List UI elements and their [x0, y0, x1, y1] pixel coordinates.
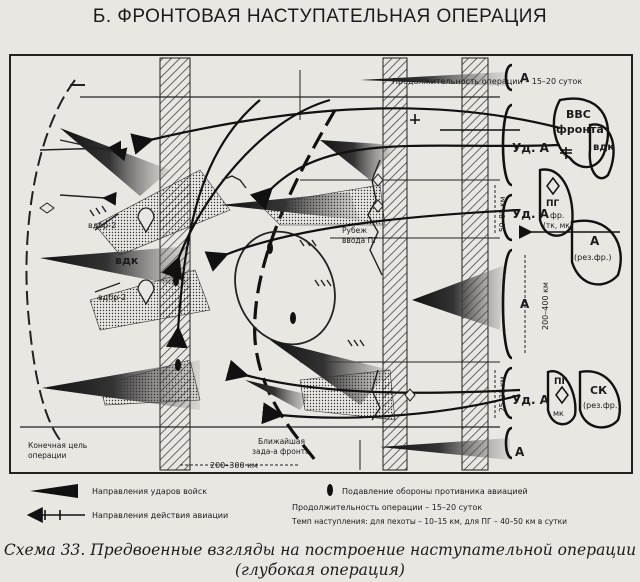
ud-a-3-label: Уд. А — [512, 393, 550, 407]
vdbr-1-label: вдбр-2 — [88, 221, 116, 230]
strike-arrow-army-mid — [412, 265, 505, 330]
svg-text:(рез.фр.): (рез.фр.) — [574, 253, 612, 262]
svg-text:операции: операции — [28, 451, 66, 460]
strike-arrow-vdk — [40, 246, 190, 288]
pg-1-label: ПГ — [546, 199, 560, 209]
strike-arrow-bottom — [380, 438, 510, 460]
parachute-icon — [137, 207, 155, 234]
dist-upper-label: 50–80 км — [498, 197, 507, 232]
svg-text:(рез.фр.): (рез.фр.) — [583, 401, 621, 410]
vvs-label: ВВС — [566, 108, 591, 121]
sk-label: СК — [590, 384, 607, 397]
dist-lower-label: 25–30 км — [498, 377, 507, 412]
legend-duration-label: Продолжительность операции – 15–20 суток — [292, 503, 482, 512]
pg-2-label: ПГ — [554, 377, 568, 387]
legend-suppression-label: Подавление обороны противника авиацией — [342, 487, 528, 496]
ud-a-2-label: Уд. А — [512, 207, 550, 221]
final-goal-label: Конечная цель — [28, 441, 87, 450]
strike-arrow-upper-left — [60, 128, 170, 196]
pg-line-label: Рубеж — [342, 226, 367, 235]
sk-blob — [578, 370, 622, 429]
army-top-label: А — [520, 71, 530, 85]
legend: Направления ударов войск Направления дей… — [26, 484, 567, 526]
dist-bottom-label: 200–300 км — [210, 461, 258, 470]
bomb-icons — [173, 242, 296, 371]
svg-text:мк: мк — [553, 409, 564, 418]
encirclement-oval — [234, 230, 336, 346]
figure-caption: Схема 33. Предвоенные взгляды на построе… — [3, 541, 637, 559]
diagram-title: Б. ФРОНТОВАЯ НАСТУПАТЕЛЬНАЯ ОПЕРАЦИЯ — [92, 6, 548, 27]
legend-strike-label: Направления ударов войск — [92, 487, 207, 496]
army-brackets — [501, 63, 514, 460]
duration-label: Продолжительность операции – 15–20 суток — [392, 77, 582, 86]
vdk-right-label: вдк — [593, 142, 614, 153]
legend-aviation-label: Направления действия авиации — [92, 511, 228, 520]
legend-aviation-icon — [26, 507, 85, 523]
vvs-front-blob — [552, 97, 610, 169]
near-task-label: Ближайшая — [258, 437, 305, 446]
svg-text:ввода ПГ: ввода ПГ — [342, 236, 378, 245]
svg-text:фр.: фр. — [550, 211, 564, 220]
pg-mk-blob — [546, 370, 577, 426]
vdk-left-label: вдк — [115, 254, 139, 267]
final-goal-line — [25, 79, 76, 441]
dist-right-label: 200–400 км — [541, 282, 550, 330]
front-label: фронта — [556, 123, 604, 136]
aviation-arrows — [130, 98, 561, 425]
legend-bomb-icon — [327, 484, 333, 496]
strike-arrow-top — [360, 72, 505, 86]
vdbr-2-label: вдбр-2 — [98, 293, 126, 302]
legend-strike-icon — [30, 484, 78, 498]
army-bottom-label: А — [515, 445, 525, 459]
svg-text:(тк, мк): (тк, мк) — [543, 221, 573, 230]
pg-entry-line — [367, 159, 383, 276]
army-mid-label: А — [520, 297, 530, 311]
legend-tempo-label: Темп наступления: для пехоты – 10–15 км,… — [291, 517, 567, 526]
defense-belt-2 — [461, 57, 489, 471]
reserve-army-label: А — [590, 234, 600, 248]
ud-a-1-label: Уд. А — [512, 141, 550, 155]
operation-scheme: Продолжительность операции – 15–20 суток… — [9, 54, 633, 526]
reserve-army-blob — [570, 219, 622, 286]
strike-fans — [89, 169, 396, 421]
svg-text:зада-а фронта: зада-а фронта — [252, 447, 310, 456]
parachute-icon — [137, 279, 155, 306]
figure-caption-subtitle: (глубокая операция) — [235, 561, 405, 579]
